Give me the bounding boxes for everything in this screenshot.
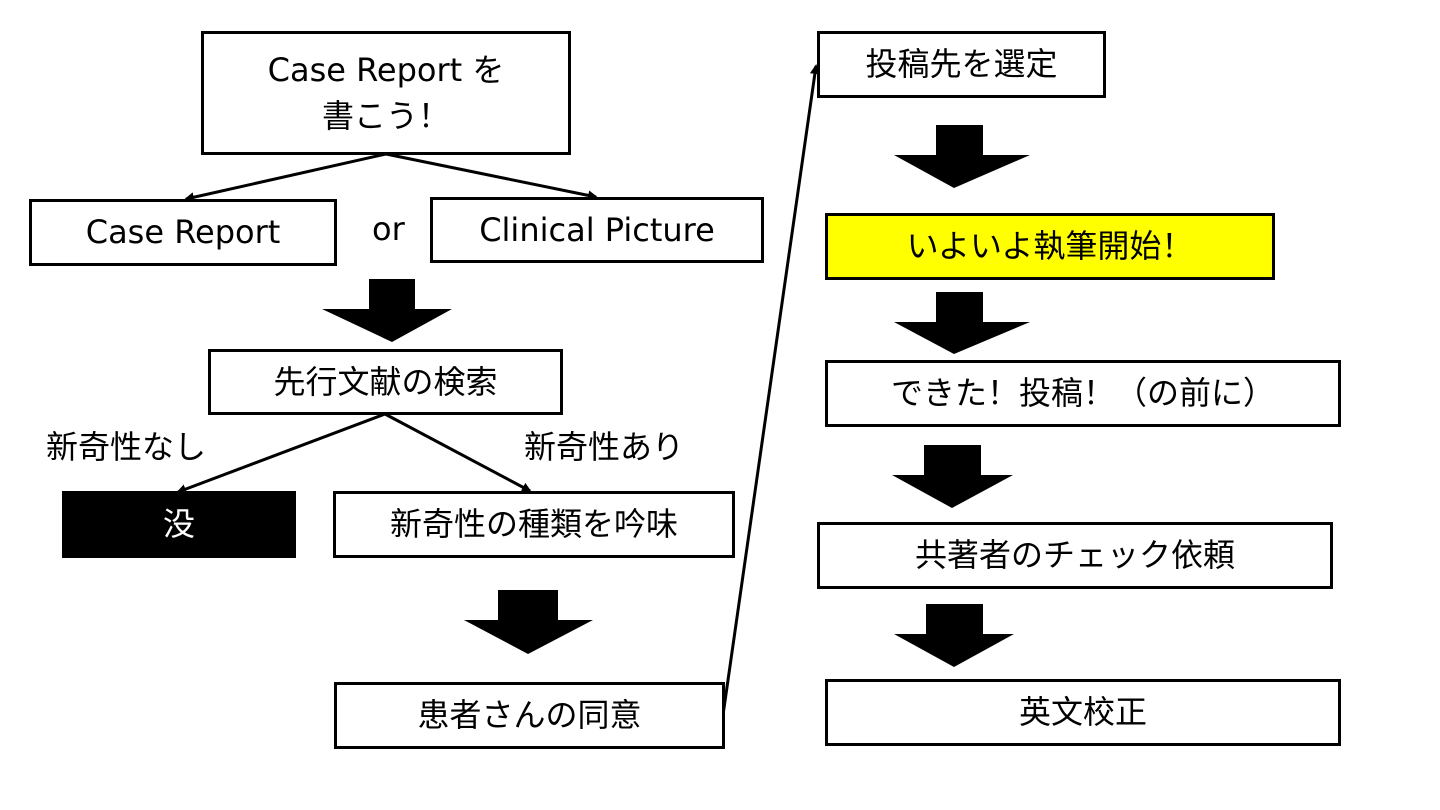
node-case-report-label: Case Report	[85, 213, 281, 252]
node-coauthor-check-label: 共著者のチェック依頼	[914, 536, 1235, 575]
node-examine-novelty: 新奇性の種類を吟味	[333, 491, 735, 558]
connector-search-to-examine	[384, 412, 532, 493]
node-start-writing-label: いよいよ執筆開始！	[906, 227, 1194, 266]
block-arrow-down-icon	[322, 279, 452, 342]
block-arrow-down-icon	[892, 445, 1013, 508]
label-has-novelty: 新奇性あり	[524, 428, 685, 466]
connector-search-to-rejected	[176, 412, 386, 494]
connector-consent-to-journal	[721, 64, 820, 716]
node-start-writing: いよいよ執筆開始！	[825, 213, 1275, 280]
node-literature-search: 先行文献の検索	[208, 349, 563, 415]
block-arrow-down-icon	[894, 292, 1030, 354]
block-arrow-down-icon	[894, 125, 1030, 188]
node-patient-consent-label: 患者さんの同意	[417, 696, 642, 735]
node-clinical-picture: Clinical Picture	[430, 197, 764, 263]
node-start-line2: 書こう！	[321, 97, 450, 135]
node-start-line1: Case Report を	[267, 50, 505, 89]
node-rejected: 没	[62, 491, 296, 558]
node-done-submit: できた！投稿！（の前に）	[825, 360, 1341, 427]
or-label: or	[372, 210, 405, 248]
node-patient-consent: 患者さんの同意	[334, 682, 725, 749]
node-case-report: Case Report	[29, 199, 337, 266]
node-literature-search-label: 先行文献の検索	[273, 362, 498, 401]
node-start: Case Report を 書こう！	[201, 31, 571, 155]
node-rejected-label: 没	[162, 505, 195, 544]
node-english-proofreading: 英文校正	[825, 679, 1341, 746]
node-select-journal-label: 投稿先を選定	[865, 45, 1058, 84]
node-examine-novelty-label: 新奇性の種類を吟味	[389, 505, 678, 544]
connector-start-to-case-report	[184, 152, 387, 203]
block-arrow-down-icon	[464, 590, 593, 654]
node-select-journal: 投稿先を選定	[817, 31, 1106, 98]
node-coauthor-check: 共著者のチェック依頼	[817, 522, 1333, 589]
node-english-proofreading-label: 英文校正	[1018, 693, 1147, 732]
node-clinical-picture-label: Clinical Picture	[479, 210, 715, 249]
connector-start-to-clinical-picture	[385, 152, 598, 201]
node-done-submit-label: できた！投稿！（の前に）	[890, 374, 1275, 413]
label-no-novelty: 新奇性なし	[46, 428, 207, 466]
block-arrow-down-icon	[894, 604, 1014, 667]
